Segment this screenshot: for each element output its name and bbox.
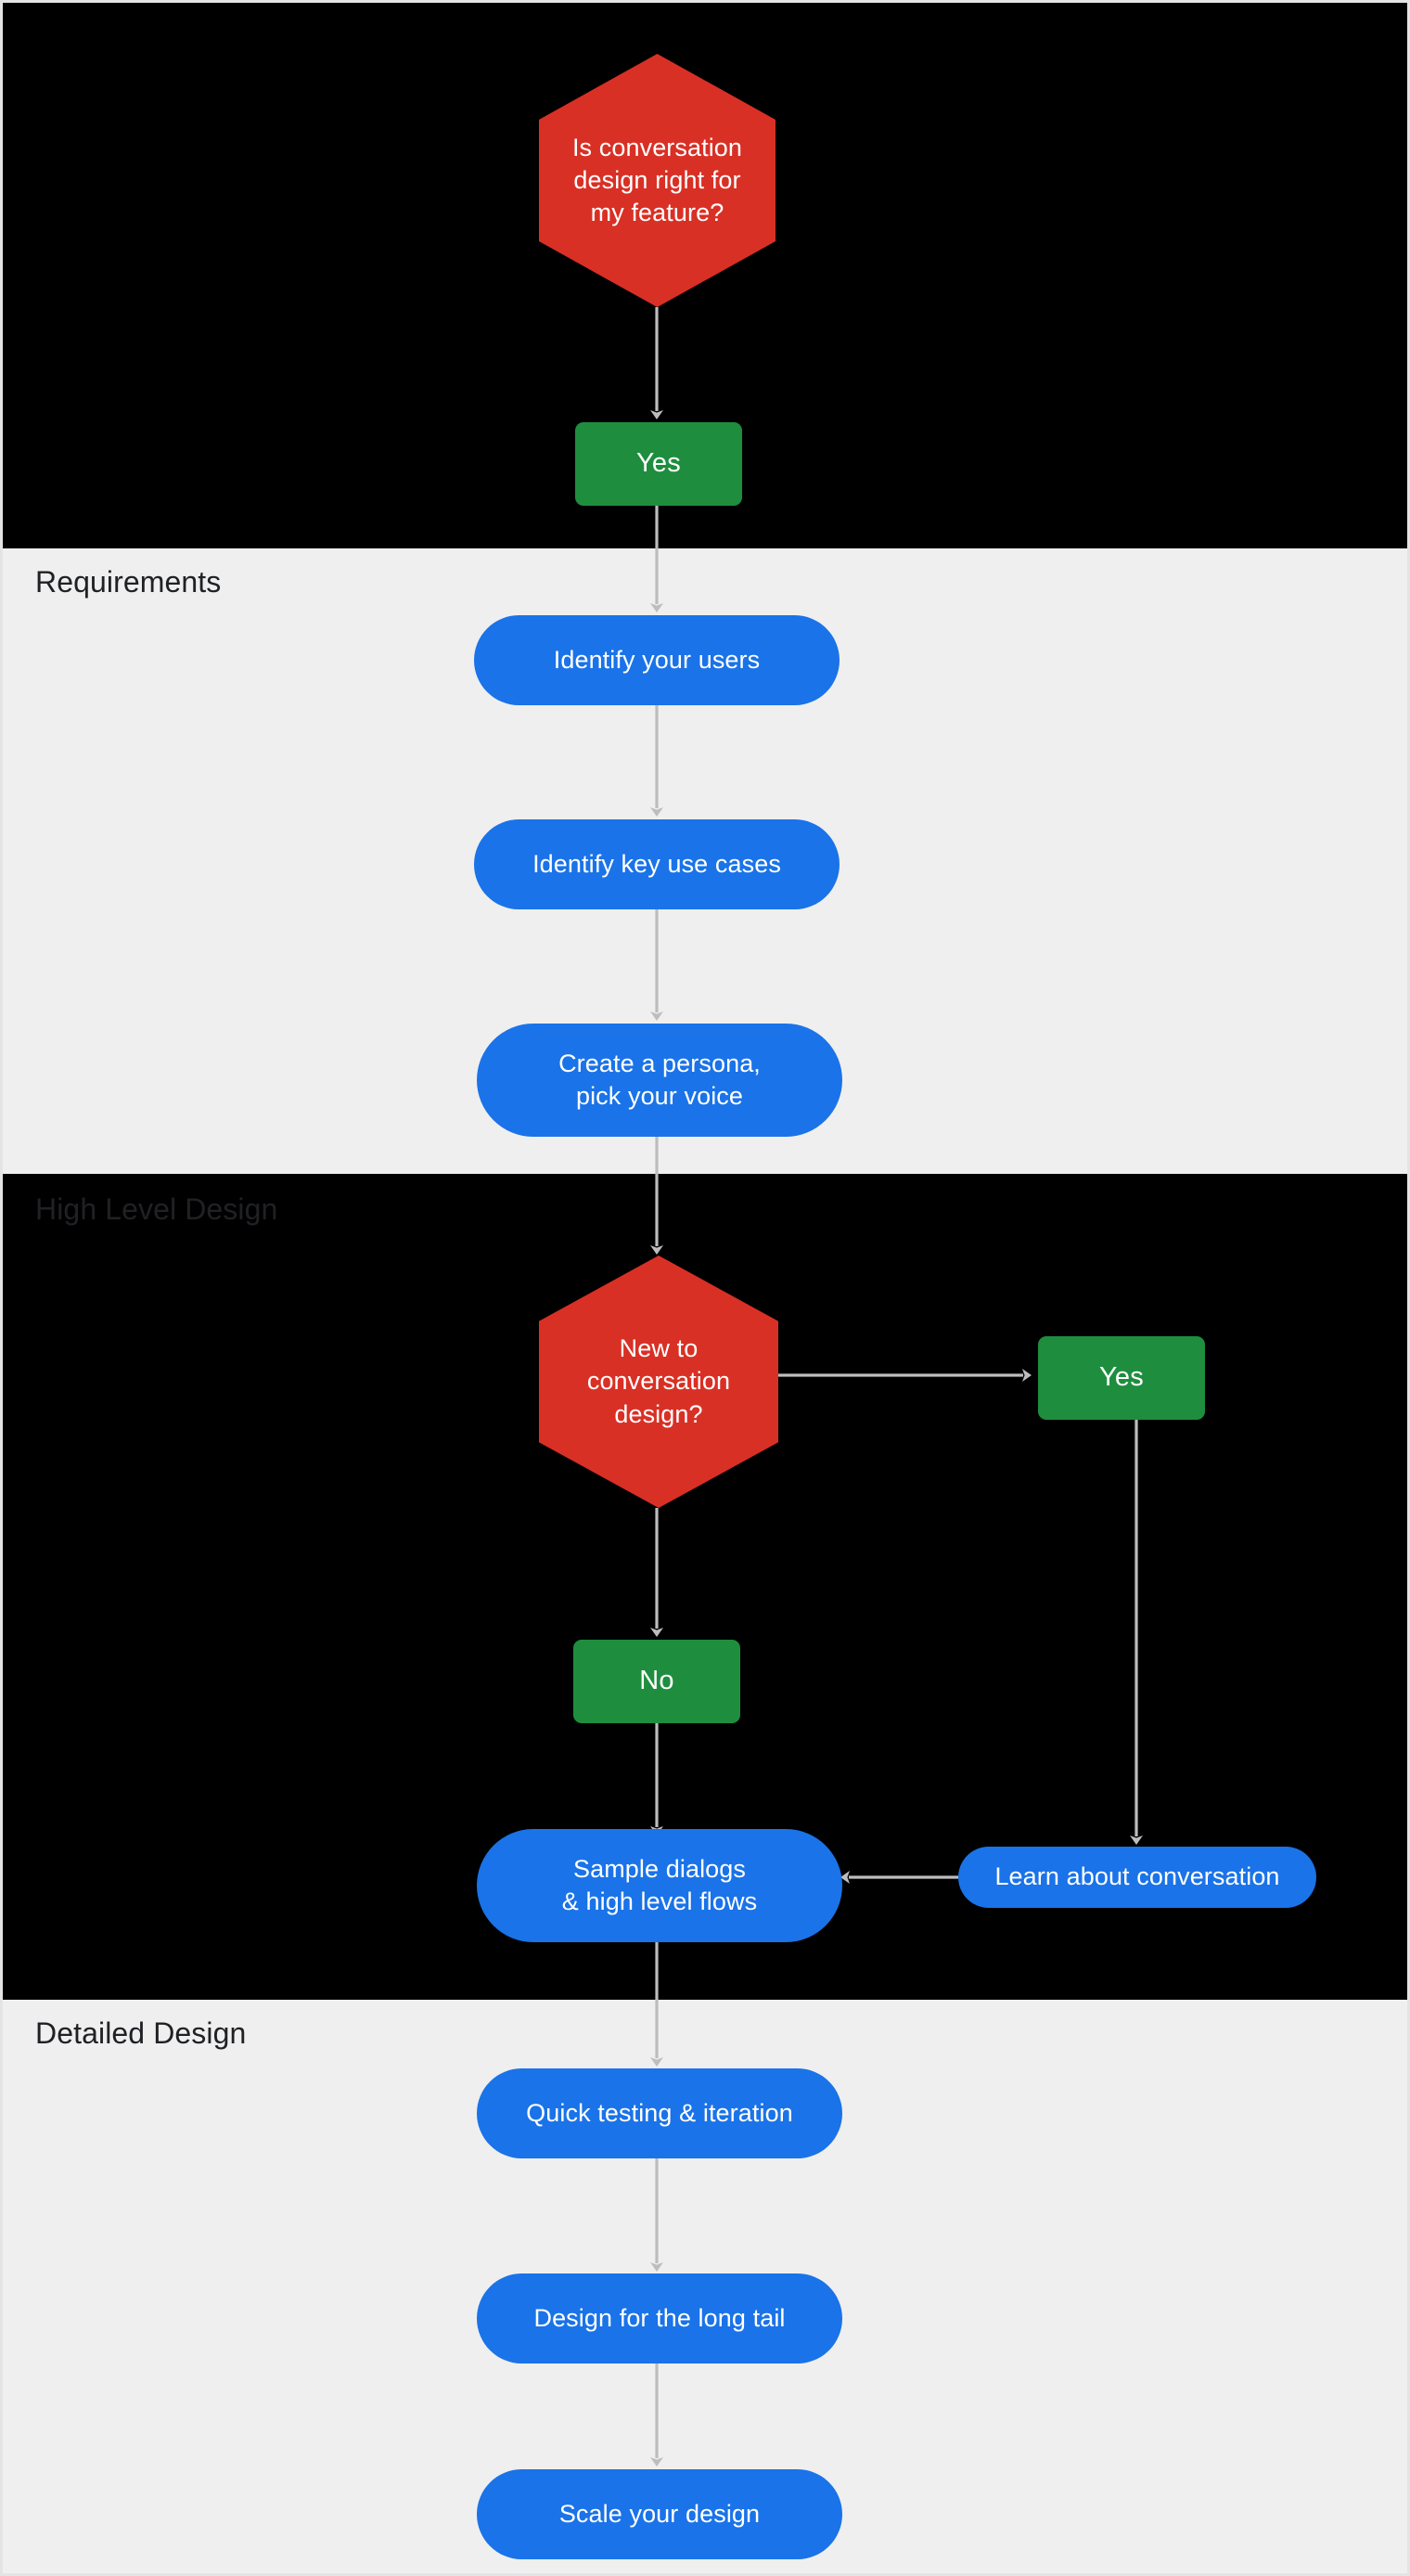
step-identify-your-users[interactable]: Identify your users xyxy=(474,615,840,705)
step-learn-about-conversation[interactable]: Learn about conversation xyxy=(958,1847,1316,1908)
step-create-a-persona-pick-your-voice[interactable]: Create a persona, pick your voice xyxy=(477,1024,842,1137)
step-scale-your-design[interactable]: Scale your design xyxy=(477,2469,842,2559)
step-quick-testing-and-iteration[interactable]: Quick testing & iteration xyxy=(477,2068,842,2158)
step-sample-dialogs-and-high-level-flows[interactable]: Sample dialogs & high level flows xyxy=(477,1829,842,1942)
step-identify-key-use-cases[interactable]: Identify key use cases xyxy=(474,819,840,909)
answer-no-new-to-conversation-design[interactable]: No xyxy=(573,1640,740,1723)
step-design-for-the-long-tail[interactable]: Design for the long tail xyxy=(477,2273,842,2363)
section-label-requirements: Requirements xyxy=(35,565,222,599)
section-label-high-level-design: High Level Design xyxy=(35,1192,278,1226)
answer-yes-conversation-design[interactable]: Yes xyxy=(575,422,742,506)
answer-yes-new-to-conversation-design[interactable]: Yes xyxy=(1038,1336,1205,1420)
section-label-detailed-design: Detailed Design xyxy=(35,2016,247,2050)
